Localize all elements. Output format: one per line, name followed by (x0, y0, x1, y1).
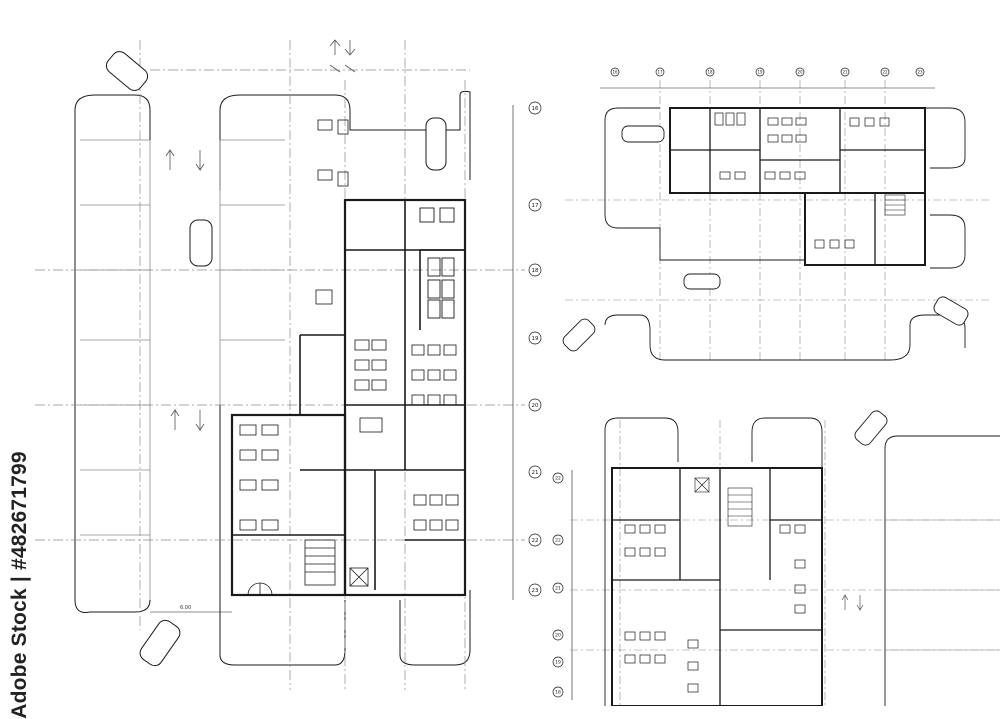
grid-bubble-label: 16 (532, 106, 539, 112)
parking-lot-outline (604, 107, 966, 361)
grid-bubble (552, 656, 564, 668)
grid-bubble (528, 198, 542, 212)
parked-car (562, 125, 969, 352)
grid-bubble-label: 22 (555, 476, 561, 482)
office-desks (624, 524, 806, 693)
grid-bubbles-main: 16 17 18 19 20 21 22 23 (528, 101, 542, 597)
grid-bubble-label: 23 (917, 69, 923, 74)
grid-bubble (552, 686, 564, 698)
floor-plan-lower-right (570, 410, 1000, 706)
parked-car (105, 51, 447, 667)
stock-watermark: Adobe Stock | #482671799 (2, 451, 38, 719)
grid-bubbles-lower-right: 22 22 21 20 19 18 (552, 472, 564, 698)
grid-bubble-label: 20 (532, 403, 539, 409)
office-desks (239, 339, 459, 531)
building-outer-wall (611, 467, 823, 706)
grid-bubble-label: 21 (555, 586, 561, 592)
grid-bubble (528, 398, 542, 412)
grid-bubble (528, 101, 542, 115)
grid-bubble (655, 67, 665, 77)
grid-bubbles-upper-right: 16 17 18 19 20 21 22 23 (610, 67, 925, 77)
grid-bubble-label: 20 (555, 633, 561, 639)
dimension-label: 6.00 (180, 605, 191, 611)
parking-lot-outline (604, 417, 1000, 706)
grid-bubble-label: 18 (532, 268, 539, 274)
parking-lot-outline (399, 590, 471, 666)
traffic-arrows (165, 39, 356, 432)
staircase (304, 539, 369, 587)
grid-bubble-label: 19 (532, 336, 539, 342)
grid-lines (565, 80, 990, 360)
grid-bubble-label: 16 (612, 69, 618, 74)
entrance-doors (247, 582, 273, 596)
grid-bubble (705, 67, 715, 77)
grid-bubble (755, 67, 765, 77)
grid-bubble (795, 67, 805, 77)
floor-plan-main (35, 39, 525, 690)
parking-lot-outline (74, 94, 151, 613)
grid-bubble (552, 472, 564, 484)
grid-bubble-label: 19 (555, 660, 561, 666)
grid-bubble (552, 534, 564, 546)
grid-lines (35, 40, 525, 690)
interior-walls (232, 200, 465, 590)
toilet-cubicles (419, 207, 455, 319)
grid-bubble-label: 22 (532, 538, 539, 544)
grid-bubble (880, 67, 890, 77)
grid-bubble (915, 67, 925, 77)
grid-bubble-label: 17 (532, 203, 539, 209)
interior-walls (612, 468, 822, 706)
grid-bubble (528, 263, 542, 277)
grid-bubble (552, 629, 564, 641)
traffic-arrows (841, 593, 864, 612)
parking-lot-outline (925, 107, 966, 269)
grid-bubble-label: 17 (657, 69, 663, 74)
staircase (884, 194, 906, 216)
grid-bubble (528, 465, 542, 479)
parking-stalls (885, 519, 1000, 651)
grid-bubble (610, 67, 620, 77)
grid-bubble-label: 20 (797, 69, 803, 74)
grid-bubble (528, 331, 542, 345)
building-wing-wall (804, 192, 926, 266)
grid-bubble (840, 67, 850, 77)
grid-bubble-label: 22 (555, 538, 561, 544)
grid-bubble (552, 582, 564, 594)
interior-walls (670, 108, 925, 265)
grid-bubble-label: 19 (757, 69, 763, 74)
grid-bubble (528, 533, 542, 547)
grid-bubble-label: 22 (882, 69, 888, 74)
grid-bubble-label: 18 (707, 69, 713, 74)
grid-bubble-label: 23 (532, 588, 539, 594)
lounge-furniture (315, 119, 383, 433)
parked-car (854, 410, 888, 446)
office-desks (714, 112, 890, 249)
grid-bubble-label: 21 (532, 470, 539, 476)
building-wing-wall (230, 413, 347, 597)
floor-plan-upper-right (562, 80, 990, 361)
grid-bubble (528, 583, 542, 597)
watermark-text: Adobe Stock | #482671799 (8, 451, 31, 719)
grid-bubble-label: 18 (555, 690, 561, 696)
staircase (694, 477, 753, 527)
grid-bubble-label: 21 (842, 69, 848, 74)
parking-lot-outline (219, 405, 346, 666)
parking-stalls (80, 139, 285, 600)
